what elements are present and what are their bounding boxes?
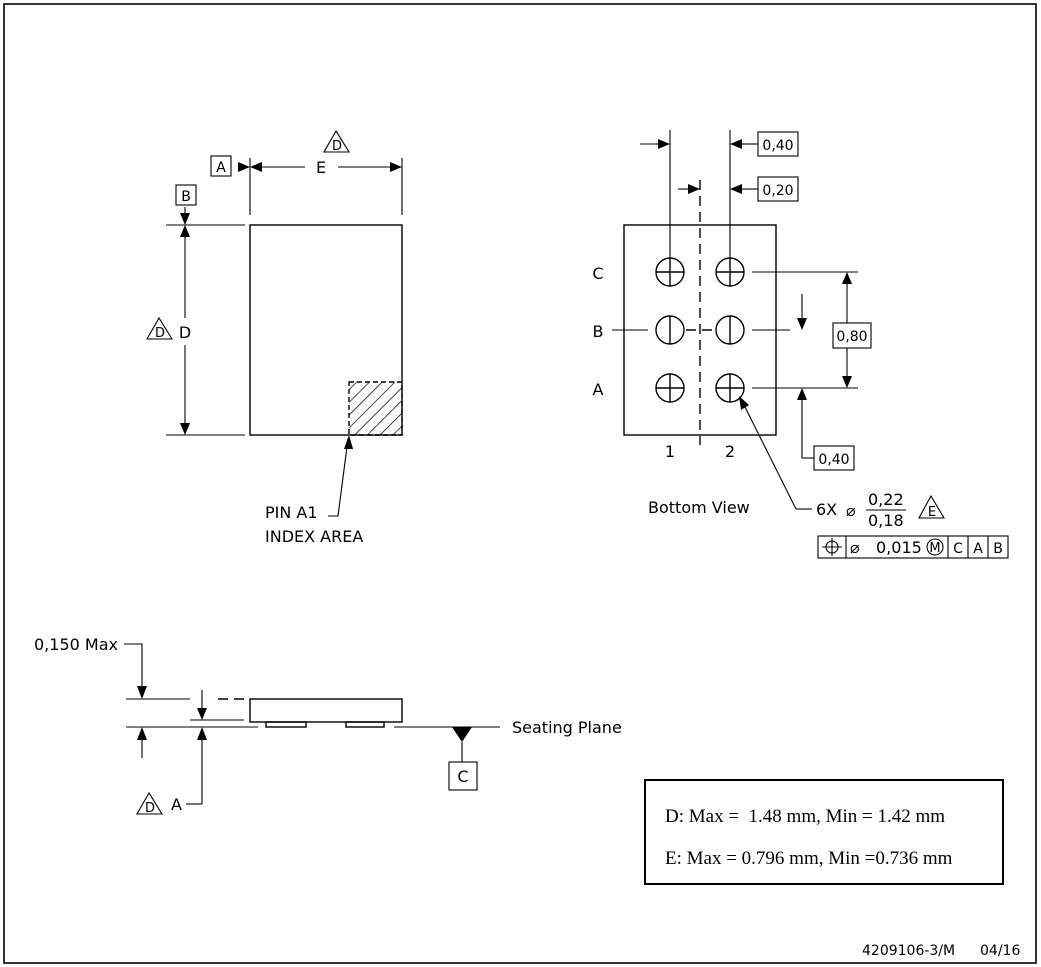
pitch-top-label: 0,40 — [762, 138, 793, 154]
ball-count: 6X — [816, 500, 837, 519]
ball-a1 — [655, 373, 685, 403]
solder-ball-left — [265, 721, 307, 728]
note-e-label: E — [928, 505, 936, 520]
ball-diameter-min: 0,18 — [868, 511, 904, 530]
ball-a2 — [715, 373, 745, 403]
ball-b2 — [715, 315, 745, 345]
fcf-datum-1: C — [953, 541, 963, 557]
note-d-label-left: D — [155, 326, 165, 341]
pin-a1-label-line1: PIN A1 — [265, 503, 318, 522]
dimension-row-d: D: Max = 1.48 mm, Min = 1.42 mm — [665, 806, 945, 827]
row-label-c: C — [592, 264, 603, 283]
datum-a-label: A — [216, 160, 226, 176]
note-d-triangle-top — [323, 129, 350, 153]
height-label-a: A — [171, 795, 182, 814]
datum-c-label: C — [457, 767, 468, 786]
offset-top-label: 0,20 — [762, 183, 793, 199]
fcf-modifier: M — [929, 541, 940, 556]
package-body-side — [249, 698, 403, 723]
pin-a1-label-line2: INDEX AREA — [265, 527, 363, 546]
note-d-label-top: D — [332, 139, 342, 154]
height-label-d: D — [179, 323, 191, 342]
pitch-vertical-box — [832, 322, 872, 349]
offset-top-box — [757, 176, 799, 202]
bottom-view: C B A 1 2 0,40 0,20 0,80 — [592, 130, 1009, 559]
fcf-tolerance: 0,015 — [876, 538, 922, 557]
drawing-frame — [3, 3, 1037, 964]
note-e-triangle — [918, 494, 945, 519]
position-tolerance-icon — [822, 538, 842, 556]
datum-b-label: B — [181, 189, 191, 205]
fcf-datum-3: B — [993, 541, 1003, 557]
drawing-date: 04/16 — [980, 943, 1020, 959]
offset-right-label: 0,40 — [818, 452, 849, 468]
col-label-2: 2 — [725, 442, 735, 461]
note-d-label-side: D — [145, 801, 155, 816]
row-label-a: A — [593, 380, 604, 399]
dimension-row-e: E: Max = 0.796 mm, Min =0.736 mm — [665, 848, 953, 869]
max-height-label: 0,150 Max — [34, 635, 118, 654]
ball-c2 — [715, 257, 745, 287]
ball-c1 — [655, 257, 685, 287]
package-body-top — [249, 224, 403, 436]
drawing-id: 4209106-3/M — [862, 943, 955, 959]
col-label-1: 1 — [665, 442, 675, 461]
ball-b1 — [655, 315, 685, 345]
offset-right-box — [813, 445, 855, 471]
note-d-triangle-left — [146, 316, 173, 340]
pin-a1-index-area — [348, 381, 403, 436]
datum-a-box — [210, 155, 232, 177]
top-view: E A D D B D PIN A1 INDEX AREA — [146, 129, 403, 546]
fcf-diameter-symbol: ⌀ — [850, 538, 860, 557]
bottom-view-title: Bottom View — [648, 498, 750, 517]
datum-b-box — [175, 184, 197, 206]
mmc-modifier-circle — [926, 538, 944, 556]
ball-diameter-symbol: ⌀ — [846, 501, 856, 520]
pitch-top-box — [757, 131, 799, 157]
pitch-vertical-label: 0,80 — [836, 329, 867, 345]
ball-diameter-max: 0,22 — [868, 490, 904, 509]
feature-control-frame: ⌀ 0,015 M C A B — [817, 535, 1009, 559]
dimension-table: D: Max = 1.48 mm, Min = 1.42 mm E: Max =… — [644, 779, 1004, 885]
side-view: C Seating Plane 0,150 Max A D — [34, 635, 622, 816]
solder-ball-right — [345, 721, 385, 728]
row-label-b: B — [593, 322, 604, 341]
fcf-datum-2: A — [973, 541, 983, 557]
seating-plane-label: Seating Plane — [512, 718, 622, 737]
width-label-e: E — [316, 158, 326, 177]
note-d-triangle-side — [136, 791, 163, 815]
datum-c-box — [448, 761, 478, 791]
